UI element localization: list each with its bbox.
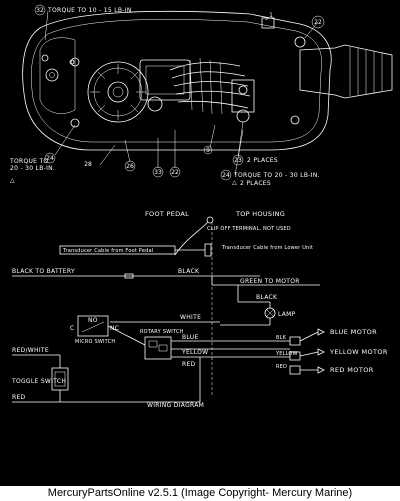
- callout-22b: 22: [171, 169, 179, 176]
- red-white-label: RED/WHITE: [12, 347, 49, 354]
- callout-33: 33: [154, 169, 162, 176]
- housing-outline: [22, 10, 332, 151]
- warning-triangle: △: [10, 177, 15, 184]
- red-label-3: RED: [12, 394, 26, 401]
- black-label-1: BLACK: [178, 268, 200, 275]
- callout-1: 1: [269, 12, 273, 19]
- gear-assembly: [87, 61, 149, 123]
- top-housing-header: TOP HOUSING: [235, 210, 285, 218]
- transducer-foot-label: Transducer Cable from Foot Pedal: [62, 248, 153, 254]
- torque-note-right: TORQUE TO 20 - 30 LB-IN.: [233, 172, 320, 179]
- green-to-motor-label: GREEN TO MOTOR: [240, 278, 300, 285]
- white-label: WHITE: [180, 314, 201, 321]
- foot-pedal-header: FOOT PEDAL: [145, 210, 189, 218]
- callouts: 32 TORQUE TO 10 - 15 LB-IN 1 22 24 TORQU…: [9, 4, 325, 187]
- torque-note-top: TORQUE TO 10 - 15 LB-IN: [47, 7, 132, 14]
- callout-9: 9: [206, 147, 210, 154]
- callout-23: 23: [234, 157, 242, 164]
- warning-triangle-2: △: [232, 179, 237, 186]
- yellow-motor-label: YELLOW MOTOR: [329, 348, 388, 356]
- pedal-housing-view: [22, 10, 393, 176]
- torque-note-left-1: TORQUE TO: [9, 158, 48, 165]
- blue-motor-label: BLUE MOTOR: [330, 328, 377, 336]
- blue-label: BLUE: [182, 334, 199, 341]
- micro-no: NO: [88, 317, 98, 324]
- red-label-2: RED: [276, 364, 287, 370]
- red-label: RED: [182, 361, 196, 368]
- rotary-switch: [144, 336, 172, 360]
- cable-boot: [299, 44, 393, 99]
- copyright-footer: MercuryPartsOnline v2.5.1 (Image Copyrig…: [0, 486, 400, 501]
- two-places-1: 2 PLACES: [247, 157, 278, 164]
- callout-32: 32: [36, 7, 44, 14]
- parts-and-wiring-diagram: 32 TORQUE TO 10 - 15 LB-IN 1 22 24 TORQU…: [9, 4, 393, 409]
- callout-24-right: 24: [222, 172, 230, 179]
- micro-c: C: [70, 325, 75, 332]
- callout-26: 26: [126, 163, 134, 170]
- blk-label: BLK: [276, 335, 287, 341]
- torque-note-left-2: 20 - 30 LB-IN.: [10, 165, 55, 172]
- wire-harness: [169, 62, 251, 109]
- micro-nc: NC: [110, 325, 119, 332]
- black-label-2: BLACK: [256, 294, 278, 301]
- clip-off-note: CLIP OFF TERMINAL, NOT USED: [207, 226, 291, 232]
- yellow-label-2: YELLOW: [275, 351, 298, 357]
- rotary-switch-label: ROTARY SWITCH: [140, 329, 184, 335]
- callout-24-left: 24: [46, 155, 54, 162]
- callout-28: 28: [84, 161, 92, 168]
- two-places-2: 2 PLACES: [240, 180, 271, 187]
- toggle-switch-label: TOGGLE SWITCH: [11, 378, 66, 385]
- transducer-lower-label-1: Transducer Cable from Lower Unit: [221, 245, 313, 251]
- yellow-label: YELLOW: [181, 349, 208, 356]
- lamp-label: LAMP: [278, 311, 296, 318]
- callout-22: 22: [314, 19, 322, 26]
- micro-switch-label: MICRO SWITCH: [75, 339, 115, 345]
- red-motor-label: RED MOTOR: [330, 366, 374, 374]
- wiring-diagram: FOOT PEDAL TOP HOUSING CLIP OFF TERMINAL…: [11, 210, 388, 409]
- wiring-diagram-caption: WIRING DIAGRAM: [147, 402, 204, 409]
- screw-hole: [45, 68, 59, 82]
- black-to-battery-label: BLACK TO BATTERY: [12, 268, 75, 275]
